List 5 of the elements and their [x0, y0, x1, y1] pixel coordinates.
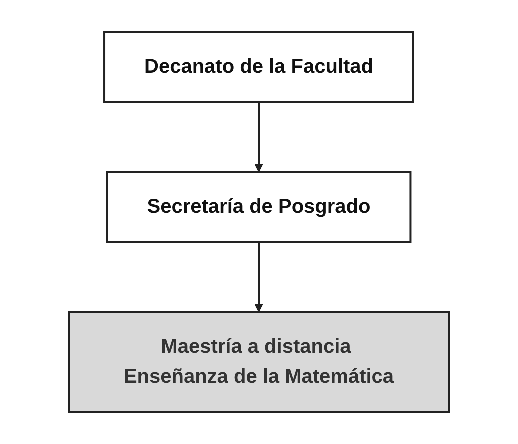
node-box: Secretaría de Posgrado	[106, 171, 412, 243]
node-box: Maestría a distancia Enseñanza de la Matemática	[68, 311, 450, 413]
arrow	[254, 102, 264, 172]
node-box: Decanato de la Facultad	[104, 31, 414, 103]
arrow	[254, 242, 264, 312]
